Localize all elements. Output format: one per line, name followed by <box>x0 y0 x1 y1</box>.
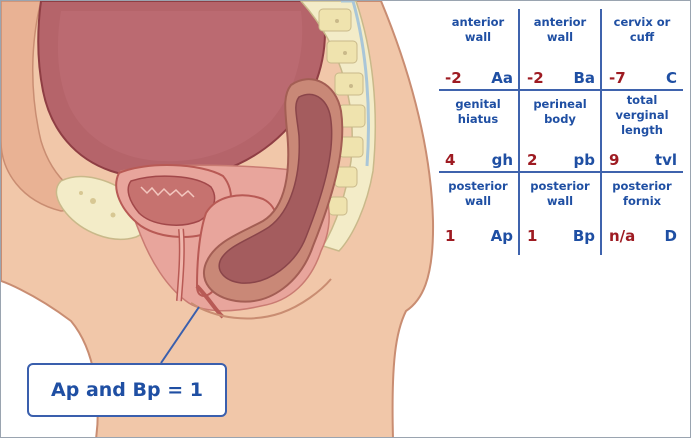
cell-value: -2 <box>527 69 544 87</box>
popq-grid: anterior wall -2 Aa anterior wall -2 Ba … <box>439 9 683 255</box>
grid-divider-vertical <box>600 9 602 255</box>
cell-label: posterior wall <box>530 179 590 208</box>
cell-value: 1 <box>445 227 456 245</box>
perineum <box>190 278 332 320</box>
spine-blue-band <box>341 1 370 167</box>
grid-cell-genital-hiatus-gh: genital hiatus 4 gh <box>439 91 517 173</box>
grid-divider-vertical <box>518 9 520 255</box>
grid-cell-total-vaginal-length-tvl: total verginal length 9 tvl <box>603 91 681 173</box>
grid-cell-posterior-wall-bp: posterior wall 1 Bp <box>521 173 599 255</box>
cell-label: anterior wall <box>533 15 587 44</box>
cell-code: pb <box>573 151 595 169</box>
cell-label: posterior wall <box>448 179 508 208</box>
grid-cell-cervix-c: cervix or cuff -7 C <box>603 9 681 91</box>
cell-code: Ap <box>490 227 513 245</box>
cell-value: 2 <box>527 151 538 169</box>
grid-cell-posterior-fornix-d: posterior fornix n/a D <box>603 173 681 255</box>
cell-label: total verginal length <box>615 93 669 137</box>
cell-code: Aa <box>491 69 513 87</box>
grid-divider-horizontal <box>439 89 683 91</box>
callout-text: Ap and Bp = 1 <box>51 379 203 401</box>
spine <box>299 1 376 252</box>
cell-label: posterior fornix <box>612 179 672 208</box>
cell-value: n/a <box>609 227 636 245</box>
cell-value: 4 <box>445 151 456 169</box>
cell-label: anterior wall <box>451 15 505 44</box>
cell-value: -7 <box>609 69 626 87</box>
cell-code: D <box>664 227 677 245</box>
grid-cell-anterior-wall-aa: anterior wall -2 Aa <box>439 9 517 91</box>
cell-code: C <box>665 69 677 87</box>
cell-code: gh <box>491 151 513 169</box>
cell-code: Ba <box>573 69 595 87</box>
callout-box: Ap and Bp = 1 <box>27 363 227 417</box>
cell-value: 1 <box>527 227 538 245</box>
grid-cell-perineal-body-pb: perineal body 2 pb <box>521 91 599 173</box>
callout-pointer <box>160 306 200 364</box>
cell-value: 9 <box>609 151 620 169</box>
bladder <box>115 164 233 238</box>
cell-label: genital hiatus <box>455 97 501 126</box>
grid-divider-horizontal <box>439 171 683 173</box>
cell-value: -2 <box>445 69 462 87</box>
abdominal-cavity-highlight <box>57 11 303 162</box>
cell-code: Bp <box>572 227 595 245</box>
rectum <box>203 78 344 303</box>
grid-cell-anterior-wall-ba: anterior wall -2 Ba <box>521 9 599 91</box>
cell-label: cervix or cuff <box>613 15 671 44</box>
grid-cell-posterior-wall-ap: posterior wall 1 Ap <box>439 173 517 255</box>
cell-label: perineal body <box>533 97 587 126</box>
cell-code: tvl <box>654 151 677 169</box>
